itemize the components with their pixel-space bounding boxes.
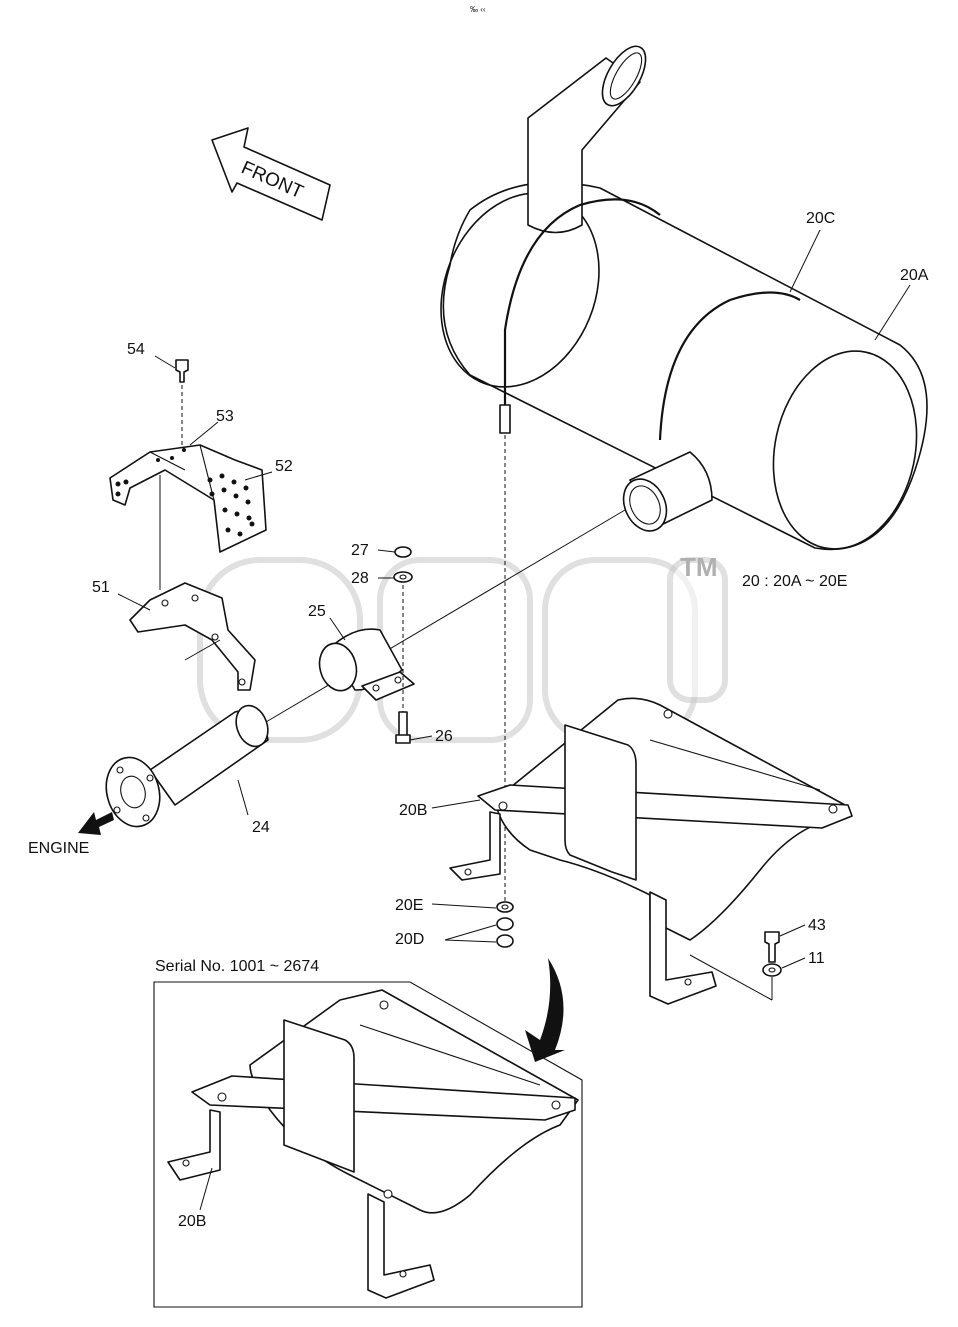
callout-53: 53 [216,408,234,425]
callout-20B: 20B [399,802,427,819]
bolt-43-washer-11 [689,931,782,1001]
inset-callout-20B: 20B [178,1213,206,1230]
support-bracket-20B [449,697,853,1005]
front-arrow-icon: FRONT [211,127,331,221]
callout-24: 24 [252,819,270,836]
group-range-note: 20 : 20A ~ 20E [742,573,847,590]
callout-52: 52 [275,458,293,475]
callout-26: 26 [435,728,453,745]
header-mark: ‰ ‹‹ [470,5,486,14]
mount-bracket-51 [129,475,256,691]
inset-pointer-arrow-icon [525,958,565,1062]
callout-20E: 20E [395,897,423,914]
callout-51: 51 [92,579,110,596]
inset-title: Serial No. 1001 ~ 2674 [155,958,319,975]
exhaust-pipe-24 [105,509,626,828]
band-20C [499,198,801,905]
callout-54: 54 [127,341,145,358]
bolt-54 [175,359,189,445]
callout-20D: 20D [395,931,424,948]
clamp-25 [318,628,415,701]
serial-inset: Serial No. 1001 ~ 2674 20B [153,958,583,1308]
callout-20C: 20C [806,210,835,227]
nut-27-washer-28 [393,546,413,712]
callout-27: 27 [351,542,369,559]
callout-28: 28 [351,570,369,587]
leader-lines [117,229,911,969]
callout-11: 11 [808,950,825,967]
engine-label: ENGINE [28,840,89,857]
amcp-watermark: amcp TM [197,552,728,743]
muffler-20A [440,45,928,551]
engine-direction-arrow-icon: ENGINE [28,812,114,857]
callout-25: 25 [308,603,326,620]
callout-20A: 20A [900,267,929,284]
trademark-symbol: TM [680,552,718,582]
cover-bracket-52-53 [109,444,267,553]
callout-43: 43 [808,917,826,934]
fasteners-20D-20E [496,901,514,948]
perforation-holes [115,448,255,537]
